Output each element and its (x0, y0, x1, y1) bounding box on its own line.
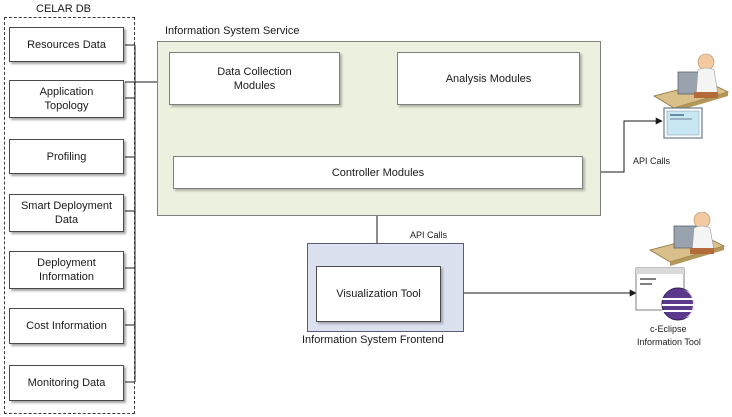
db-item-label: Monitoring Data (27, 377, 106, 389)
analysis-modules-box: Analysis Modules (397, 52, 580, 105)
module-label: Analysis Modules (445, 72, 532, 85)
api-calls-label-right: API Calls (633, 156, 671, 166)
service-title: Information System Service (165, 25, 300, 37)
db-item-label: Deployment (37, 257, 96, 269)
db-item-label: Data (54, 214, 79, 226)
db-item-smart-deployment-data: Smart Deployment Data (9, 194, 124, 232)
db-item-deployment-information: Deployment Information (9, 251, 124, 289)
eclipse-user-workstation-icon (635, 212, 726, 321)
module-label: Modules (233, 79, 276, 92)
controller-api-user-arrow (583, 117, 663, 176)
celar-db-title: CELAR DB (36, 3, 92, 15)
api-user-workstation-icon (652, 53, 730, 139)
db-item-label: Profiling (46, 150, 87, 163)
db-item-label: Resources Data (27, 38, 106, 51)
db-item-application-topology: Application Topology (9, 80, 124, 118)
db-item-label: Smart Deployment (20, 200, 113, 212)
api-calls-label-middle: API Calls (410, 230, 448, 240)
visualization-tool-box: Visualization Tool (316, 266, 441, 322)
db-item-label: Information (38, 271, 95, 283)
db-item-cost-information: Cost Information (9, 308, 124, 344)
db-item-profiling: Profiling (9, 139, 124, 174)
db-item-resources-data: Resources Data (9, 27, 124, 62)
db-item-label: Cost Information (26, 320, 107, 332)
db-item-label: Application (39, 86, 94, 98)
module-label: Controller Modules (331, 166, 425, 179)
eclipse-label-line1: c-Eclipse (650, 324, 687, 334)
db-item-label: Topology (44, 100, 89, 112)
controller-modules-box: Controller Modules (173, 156, 583, 189)
celar-db-container (4, 17, 135, 414)
module-label: Visualization Tool (336, 288, 421, 300)
module-label: Data Collection (217, 65, 292, 78)
data-collection-modules-box: Data Collection Modules (169, 52, 340, 105)
db-item-monitoring-data: Monitoring Data (9, 365, 124, 401)
frontend-title: Information System Frontend (302, 334, 444, 346)
db-bracket (125, 44, 136, 383)
eclipse-label-line2: Information Tool (637, 337, 701, 347)
